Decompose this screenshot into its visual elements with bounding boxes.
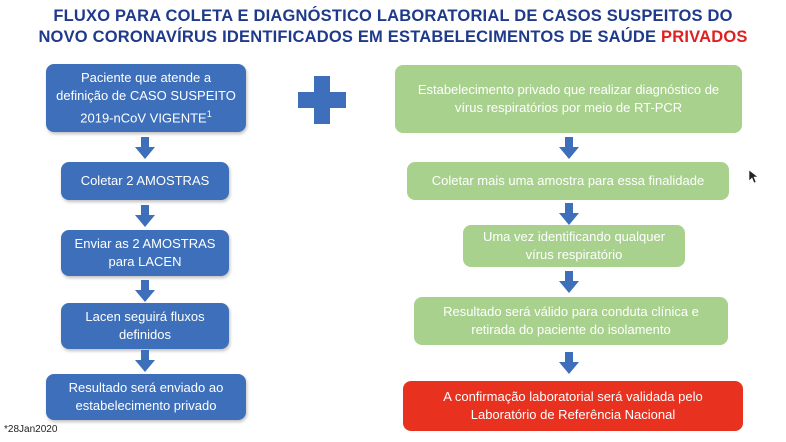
title-highlight: PRIVADOS [661,28,748,46]
arrow-down-icon [135,205,155,227]
left-step-5-line-1: Resultado será enviado ao [68,380,224,395]
right-step-1-box: Estabelecimento privado que realizar dia… [395,65,742,133]
left-step-4-line-2: definidos [118,327,172,342]
left-step-4-line-1: Lacen seguirá fluxos [85,309,205,324]
right-step-4-line-2: retirada do paciente do isolamento [471,322,671,337]
left-step-3-box: Enviar as 2 AMOSTRAS para LACEN [61,230,229,276]
right-step-4-line-1: Resultado será válido para conduta clíni… [443,304,699,319]
arrow-down-icon [135,137,155,159]
left-step-1-box: Paciente que atende a definição de CASO … [46,64,246,132]
title-line-2: NOVO CORONAVÍRUS IDENTIFICADOS EM ESTABE… [0,27,786,48]
plus-icon [298,76,346,124]
right-step-1-line-1: Estabelecimento privado que realizar dia… [417,82,720,97]
right-step-5-line-2: Laboratório de Referência Nacional [470,407,676,422]
title-line-2-text: NOVO CORONAVÍRUS IDENTIFICADOS EM ESTABE… [38,28,657,46]
right-step-1-line-2: vírus respiratórios por meio de RT-PCR [454,100,683,115]
mouse-cursor-icon [749,170,759,184]
right-step-3-line-2: vírus respiratório [525,247,623,262]
left-step-1-line-3-text: 2019-nCoV VIGENTE [80,110,207,126]
left-step-5-box: Resultado será enviado ao estabeleciment… [46,374,246,420]
right-step-3-box: Uma vez identificando qualquer vírus res… [463,225,685,267]
left-step-1-line-3: 2019-nCoV VIGENTE1 [56,105,236,127]
arrow-down-icon [559,271,579,293]
arrow-down-icon [559,203,579,225]
left-step-2-box: Coletar 2 AMOSTRAS [61,162,229,200]
right-step-4-box: Resultado será válido para conduta clíni… [414,297,728,345]
right-step-2-box: Coletar mais uma amostra para essa final… [407,162,729,200]
left-step-5-line-2: estabelecimento privado [75,398,217,413]
title-line-1: FLUXO PARA COLETA E DIAGNÓSTICO LABORATO… [53,7,733,25]
footnote-marker: 1 [206,108,212,119]
arrow-down-icon [559,352,579,374]
left-step-1-line-1: Paciente que atende a [80,69,212,85]
footnote-date: *28Jan2020 [4,424,58,435]
left-step-2-line-1: Coletar 2 AMOSTRAS [80,173,210,188]
arrow-down-icon [135,350,155,372]
left-step-3-line-1: Enviar as 2 AMOSTRAS [74,236,216,251]
right-step-3-line-1: Uma vez identificando qualquer [482,229,666,244]
right-step-5-line-1: A confirmação laboratorial será validada… [443,389,703,404]
left-step-1-line-2: definição de CASO SUSPEITO [56,87,236,103]
right-step-5-box: A confirmação laboratorial será validada… [403,381,743,431]
right-step-2-line-1: Coletar mais uma amostra para essa final… [431,173,705,188]
arrow-down-icon [559,137,579,159]
diagram-title: FLUXO PARA COLETA E DIAGNÓSTICO LABORATO… [0,6,786,48]
left-step-4-box: Lacen seguirá fluxos definidos [61,303,229,349]
left-step-3-line-2: para LACEN [108,254,182,269]
arrow-down-icon [135,280,155,302]
